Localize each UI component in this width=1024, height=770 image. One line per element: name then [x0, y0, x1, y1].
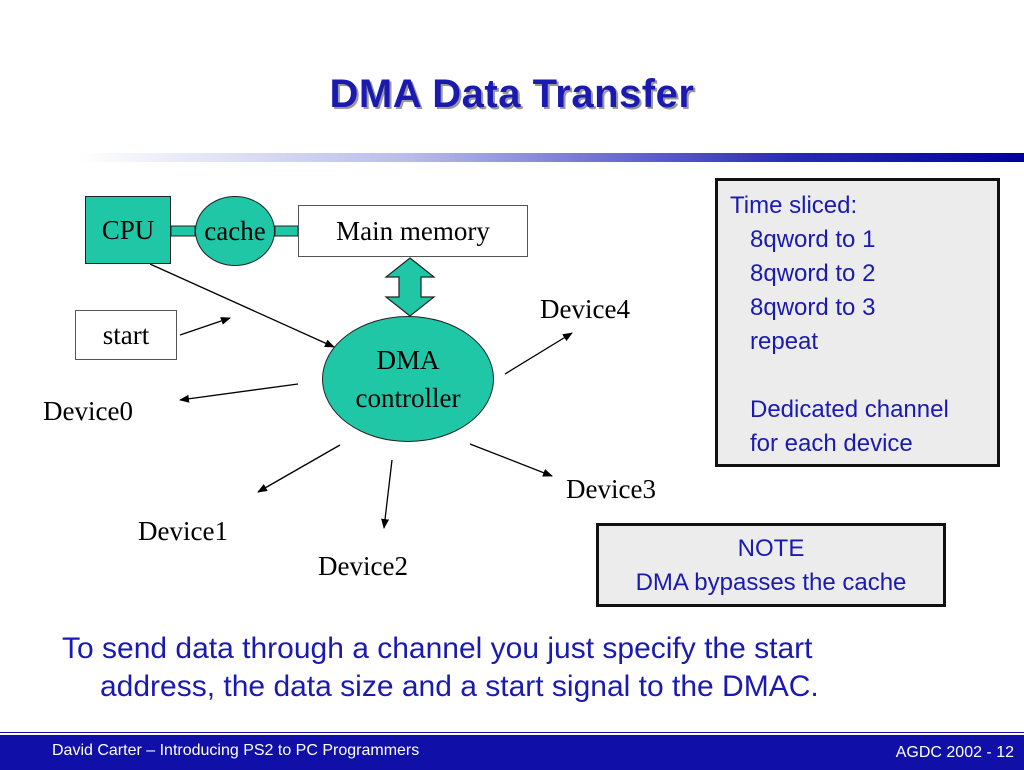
footer-page-number: AGDC 2002 - 12 [895, 744, 1014, 761]
device4-arrow [504, 332, 573, 375]
device2-label: Device2 [318, 551, 408, 581]
note-heading: NOTE [737, 535, 805, 562]
device3-label: Device3 [566, 474, 656, 504]
start-arrow [179, 317, 231, 336]
slide-title: DMA Data Transfer [329, 72, 695, 116]
start-box: start [75, 310, 177, 360]
device0-label: Device0 [43, 396, 133, 426]
time-slice-spacer [730, 359, 997, 393]
device1-arrow [257, 444, 341, 493]
time-slice-line-1: 8qword to 1 [750, 226, 876, 253]
cpu-cache-link [170, 225, 196, 237]
cache-memory-link [274, 225, 299, 237]
cpu-to-dma-arrow [149, 263, 335, 348]
controller-label: controller [355, 383, 461, 413]
note-text: DMA bypasses the cache [635, 569, 907, 596]
body-line-2: address, the data size and a start signa… [100, 670, 819, 703]
dedicated-channel-line-1: Dedicated channel [750, 396, 949, 423]
dedicated-channel-line-2: for each device [750, 430, 913, 457]
device3-arrow [469, 443, 553, 477]
device2-arrow [381, 459, 393, 529]
dma-label: DMA [376, 345, 440, 375]
title-divider [80, 153, 1024, 162]
dma-controller-ellipse: DMA controller [322, 316, 494, 442]
note-panel: NOTE DMA bypasses the cache [596, 523, 946, 607]
time-sliced-panel: Time sliced: 8qword to 1 8qword to 2 8qw… [715, 178, 1000, 467]
time-sliced-heading: Time sliced: [730, 192, 858, 219]
main-memory-box: Main memory [298, 205, 528, 257]
memory-dma-double-arrow [384, 257, 436, 317]
time-slice-line-4: repeat [750, 328, 819, 355]
footer-bar: David Carter – Introducing PS2 to PC Pro… [0, 733, 1024, 770]
time-slice-line-2: 8qword to 2 [750, 260, 876, 287]
footer-author: David Carter – Introducing PS2 to PC Pro… [52, 742, 420, 759]
device0-arrow [179, 383, 299, 403]
device4-label: Device4 [540, 294, 630, 324]
time-slice-line-3: 8qword to 3 [750, 294, 876, 321]
body-paragraph: To send data through a channel you just … [62, 630, 962, 706]
cache-ellipse: cache [195, 196, 275, 266]
body-line-1: To send data through a channel you just … [62, 632, 813, 665]
device1-label: Device1 [138, 516, 228, 546]
cpu-box: CPU [85, 196, 171, 264]
